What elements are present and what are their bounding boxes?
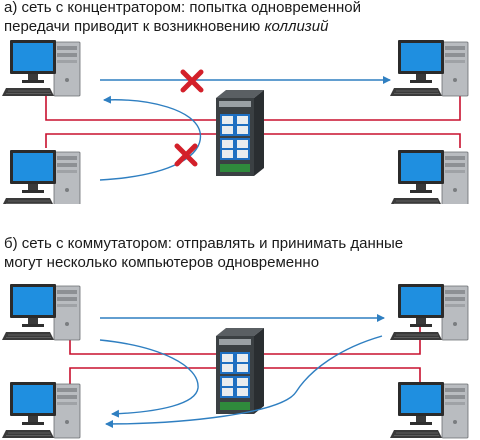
computer-icon	[1, 283, 81, 341]
signal-arrow	[99, 95, 202, 181]
caption-hub-line2: передачи приводит к возникновению коллиз…	[4, 17, 476, 36]
computer-icon	[389, 149, 469, 204]
computer-icon	[1, 39, 81, 97]
cable	[45, 96, 461, 121]
computer-icon	[389, 39, 469, 97]
computer-icon	[1, 381, 81, 439]
caption-switch-line2: могут несколько компьютеров одновременно	[4, 254, 320, 271]
cable	[45, 133, 461, 148]
hub-network-diagram	[1, 39, 469, 204]
computer-icon	[389, 381, 469, 439]
caption-hub-line2-text: передачи приводит к возникновению	[4, 18, 265, 35]
network-device-icon	[216, 328, 264, 414]
caption-hub-emphasis: коллизий	[264, 18, 329, 35]
network-device-icon	[216, 90, 264, 176]
computer-icon	[389, 283, 469, 341]
collision-x-icon	[174, 143, 198, 167]
computer-icon	[1, 149, 81, 204]
caption-switch-line1: б) сеть с коммутатором: отправлять и при…	[4, 235, 404, 252]
caption-hub-line1: а) сеть с концентратором: попытка одновр…	[4, 0, 362, 16]
switch-network-diagram	[1, 283, 469, 439]
signal-arrow	[105, 335, 383, 428]
caption-switch: б) сеть с коммутатором: отправлять и при…	[4, 234, 476, 272]
collision-x-icon	[180, 69, 204, 93]
signal-arrow	[99, 339, 199, 418]
caption-hub: а) сеть с концентратором: попытка одновр…	[4, 0, 476, 36]
